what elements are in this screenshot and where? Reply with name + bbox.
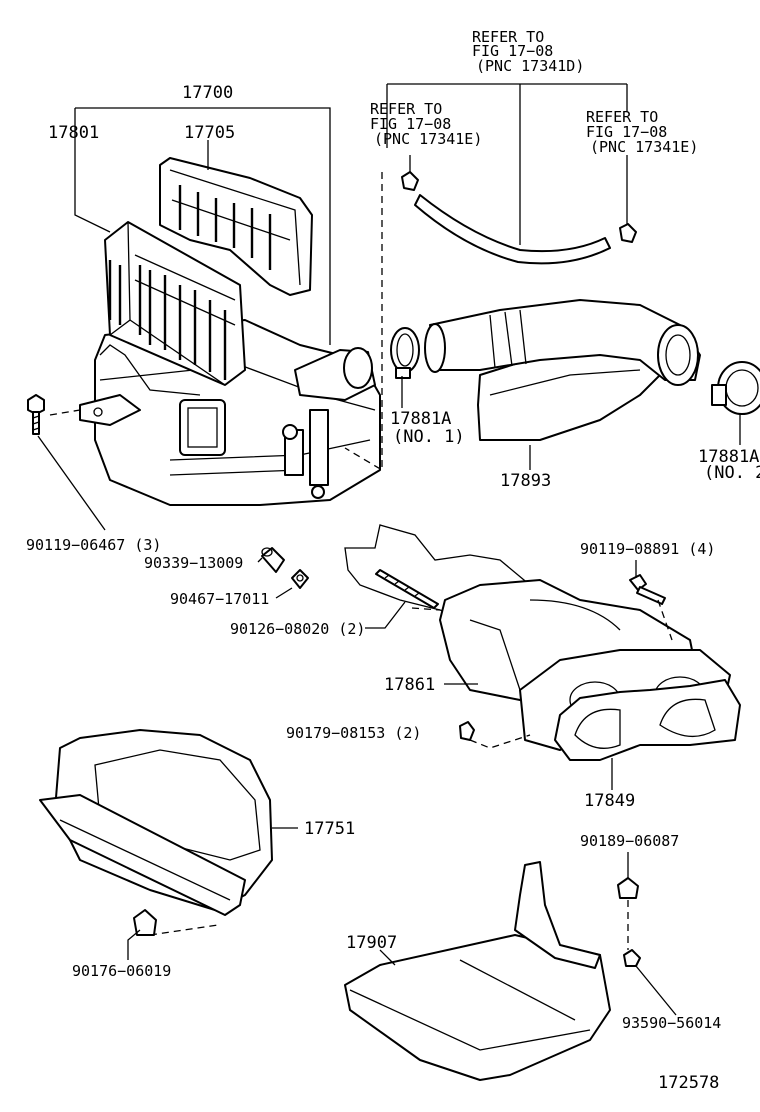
label-90339-13009: 90339−13009 bbox=[144, 554, 243, 572]
dashed-alignment-lines bbox=[49, 172, 673, 950]
label-90176-06019: 90176−06019 bbox=[72, 962, 171, 980]
label-17881a-no1-sub: (NO. 1) bbox=[393, 427, 465, 447]
label-17751: 17751 bbox=[304, 819, 355, 839]
label-17881a-no2: 17881A bbox=[698, 447, 759, 467]
ref-top-line2: FIG 17−08 bbox=[472, 42, 553, 60]
hose-clip-left bbox=[401, 171, 419, 191]
label-90126-08020: 90126−08020 (2) bbox=[230, 620, 365, 638]
label-17881a-no2-sub: (NO. 2) bbox=[704, 463, 760, 483]
ref-right-line1: REFER TO bbox=[586, 108, 658, 126]
label-17881a-no1: 17881A bbox=[390, 409, 451, 429]
label-17849: 17849 bbox=[584, 791, 635, 811]
ref-left-line1: REFER TO bbox=[370, 100, 442, 118]
leader-lines bbox=[37, 83, 741, 1016]
bolt-90119-06467 bbox=[27, 394, 45, 435]
breather-hose bbox=[414, 194, 611, 265]
ref-top-line3: (PNC 17341D) bbox=[476, 57, 584, 75]
label-17705: 17705 bbox=[184, 123, 235, 143]
label-90189-06087: 90189−06087 bbox=[580, 832, 679, 850]
part-labels: 17700 17801 17705 REFER TO FIG 17−08 (PN… bbox=[26, 28, 760, 1093]
ref-top-line1: REFER TO bbox=[472, 28, 544, 46]
label-90179-08153: 90179−08153 (2) bbox=[286, 724, 421, 742]
stud-90126-08020 bbox=[375, 569, 439, 609]
hose-clamp-17881a-no1 bbox=[390, 327, 420, 379]
label-17861: 17861 bbox=[384, 675, 435, 695]
label-17893: 17893 bbox=[500, 471, 551, 491]
filter-element-17801 bbox=[104, 221, 246, 386]
grommet-90189-06087 bbox=[617, 877, 639, 899]
ref-left-line2: FIG 17−08 bbox=[370, 115, 451, 133]
figure-number: 172578 bbox=[658, 1073, 719, 1093]
clip-90176-06019 bbox=[133, 909, 157, 936]
label-17907: 17907 bbox=[346, 933, 397, 953]
screw-93590-56014 bbox=[623, 949, 641, 967]
ref-right-line2: FIG 17−08 bbox=[586, 123, 667, 141]
ref-right-line3: (PNC 17341E) bbox=[590, 138, 698, 156]
cleaner-cap-17705 bbox=[159, 157, 313, 296]
label-17801: 17801 bbox=[48, 123, 99, 143]
label-90119-08891: 90119−08891 (4) bbox=[580, 540, 715, 558]
hose-clip-right bbox=[619, 223, 637, 243]
gasket-17849 bbox=[554, 679, 741, 761]
air-duct-17751 bbox=[39, 729, 273, 916]
label-90119-06467: 90119−06467 (3) bbox=[26, 536, 161, 554]
clip-90467-17011 bbox=[291, 569, 309, 589]
air-cleaner-assembly bbox=[79, 319, 381, 506]
label-17700: 17700 bbox=[182, 83, 233, 103]
bolt-90119-08891 bbox=[629, 574, 666, 605]
air-duct-17907 bbox=[344, 861, 611, 1081]
plug-90339-13009 bbox=[261, 547, 285, 573]
intake-hose-17893 bbox=[424, 299, 701, 441]
label-90467-17011: 90467−17011 bbox=[170, 590, 269, 608]
ref-left-line3: (PNC 17341E) bbox=[374, 130, 482, 148]
hose-clamp-17881a-no2 bbox=[711, 361, 760, 415]
nut-90179-08153 bbox=[459, 721, 475, 741]
label-93590-56014: 93590−56014 bbox=[622, 1014, 721, 1032]
